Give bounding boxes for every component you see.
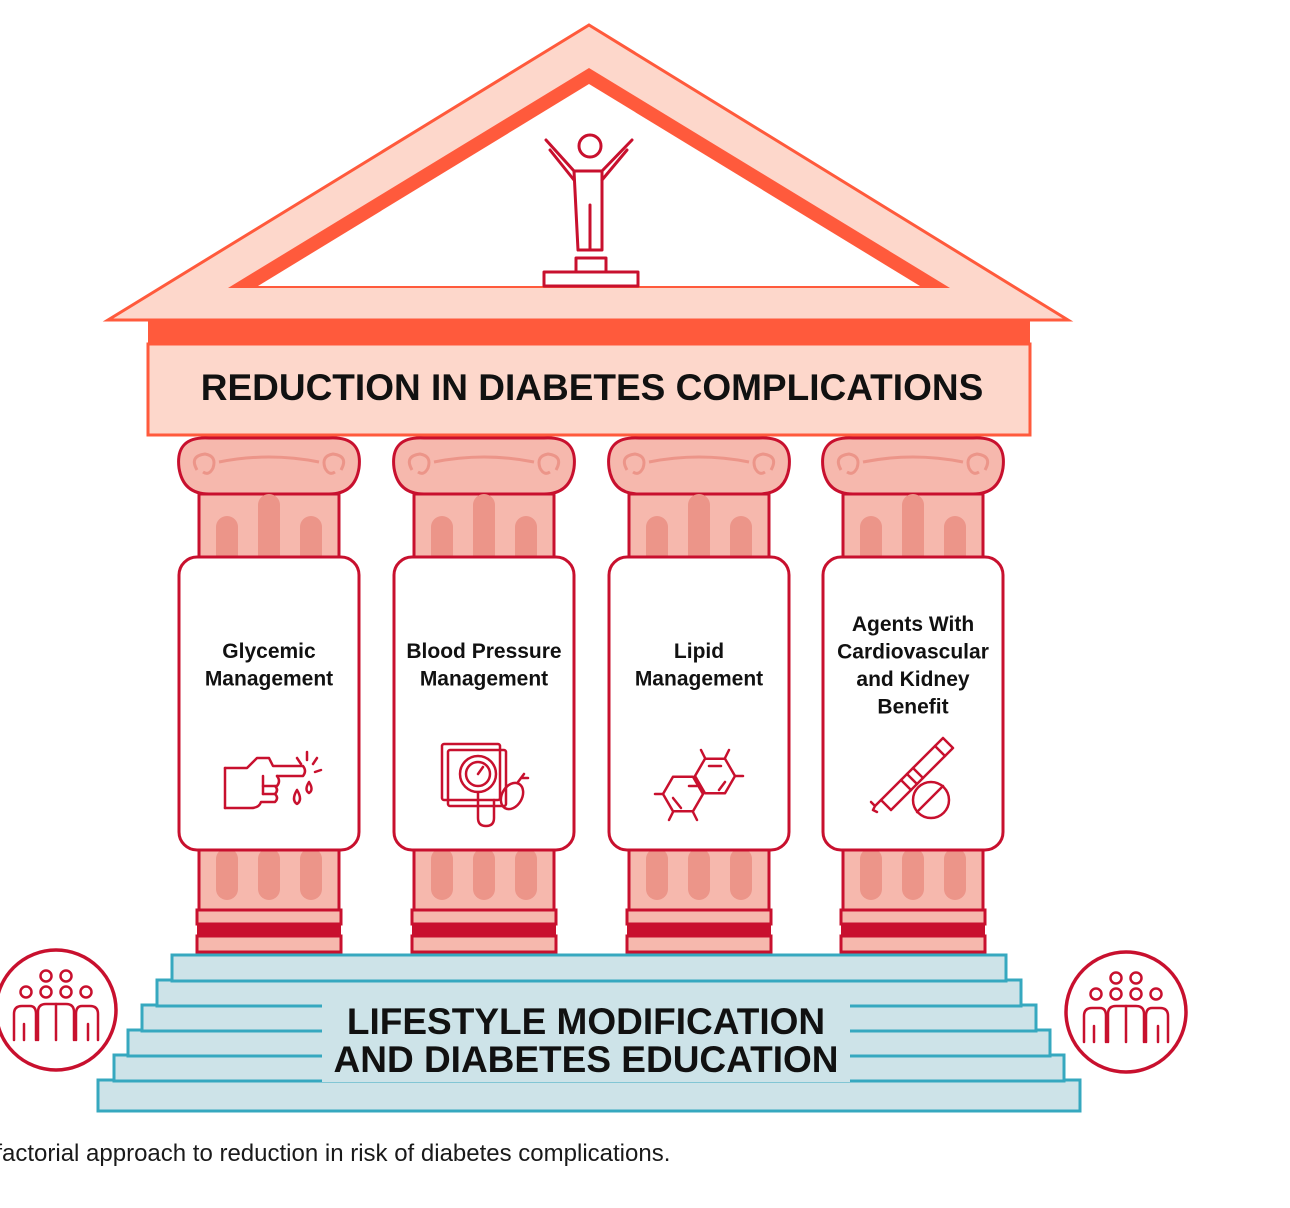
roof-architrave	[146, 342, 1032, 437]
pillar-flute	[902, 494, 924, 566]
pillar-flute	[688, 494, 710, 566]
pillar-flute	[515, 848, 537, 900]
pillar-flute	[258, 494, 280, 566]
person-celebrating-on-podium-icon	[542, 133, 640, 288]
pillar-label-line: Cardiovascular	[837, 641, 989, 664]
pillar-flute	[944, 848, 966, 900]
pillar-flute	[860, 848, 882, 900]
molecule-hexagon-icon	[653, 748, 745, 822]
pillar-flute	[515, 516, 537, 566]
pillar-flute	[216, 848, 238, 900]
pillar-label-line: Blood Pressure	[406, 640, 561, 663]
pillar-flute	[473, 494, 495, 566]
pillar-base-band	[841, 924, 985, 936]
pillar-flute	[300, 848, 322, 900]
pillar-flute	[473, 848, 495, 900]
pillar-label-line: and Kidney	[856, 668, 970, 691]
figure-caption: ltifactorial approach to reduction in ri…	[0, 1140, 671, 1167]
roof: REDUCTION IN DIABETES COMPLICATIONS	[102, 23, 1074, 437]
pillar-flute	[258, 848, 280, 900]
pillar-card	[177, 555, 361, 852]
pillar-base-ring	[410, 908, 558, 926]
group-of-people-icon	[1064, 950, 1188, 1074]
pillar-capital	[607, 436, 791, 496]
pillar-flute	[646, 848, 668, 900]
pillar-flute	[646, 516, 668, 566]
pillar-label-line: Management	[205, 668, 333, 691]
pillar-capital	[821, 436, 1005, 496]
roof-band	[148, 319, 1030, 344]
insulin-pen-and-pill-icon	[869, 736, 955, 820]
base-title-line-1: LIFESTYLE MODIFICATION	[347, 1001, 825, 1042]
pillar-flute	[902, 848, 924, 900]
base-title-line-2: AND DIABETES EDUCATION	[334, 1039, 839, 1080]
base-label-backdrop	[322, 990, 850, 1082]
pillar-flute	[431, 848, 453, 900]
pillar-base-band	[412, 924, 556, 936]
pillar-capital	[177, 436, 361, 496]
pillar-label-line: Agents With	[852, 613, 974, 636]
pillar-flute	[216, 516, 238, 566]
pillar-label-line: Glycemic	[222, 640, 316, 663]
pillar-card	[607, 555, 791, 852]
pillar-label-line: Management	[635, 668, 763, 691]
pillar-flute	[300, 516, 322, 566]
pillar-flute	[730, 848, 752, 900]
pillar-flute	[944, 516, 966, 566]
pillar-card	[821, 555, 1005, 852]
pillar-plinth	[839, 934, 987, 954]
pillar-base-band	[197, 924, 341, 936]
pillar-capital	[392, 436, 576, 496]
pillar-plinth	[410, 934, 558, 954]
pillar-card	[392, 555, 576, 852]
pillar-base-ring	[195, 908, 343, 926]
pillar-label-line: Lipid	[674, 640, 724, 663]
pillar-base-ring	[625, 908, 773, 926]
step-6	[96, 1078, 1082, 1113]
finger-prick-blood-drop-icon	[223, 750, 323, 810]
blood-pressure-monitor-icon	[440, 742, 530, 828]
pillar-flute	[730, 516, 752, 566]
step-1	[170, 953, 1008, 983]
pillar-flute	[688, 848, 710, 900]
pillar-base-band	[627, 924, 771, 936]
pillar-flute	[431, 516, 453, 566]
group-of-people-icon	[0, 948, 118, 1072]
roof-inner-panel	[258, 84, 920, 286]
pillar-label-line: Benefit	[877, 696, 948, 719]
pillar-label-line: Management	[420, 668, 548, 691]
pillar-plinth	[195, 934, 343, 954]
roof-title: REDUCTION IN DIABETES COMPLICATIONS	[201, 367, 984, 408]
base-steps	[96, 953, 1082, 1113]
pillar-base-ring	[839, 908, 987, 926]
pillar-plinth	[625, 934, 773, 954]
pillar-flute	[860, 516, 882, 566]
